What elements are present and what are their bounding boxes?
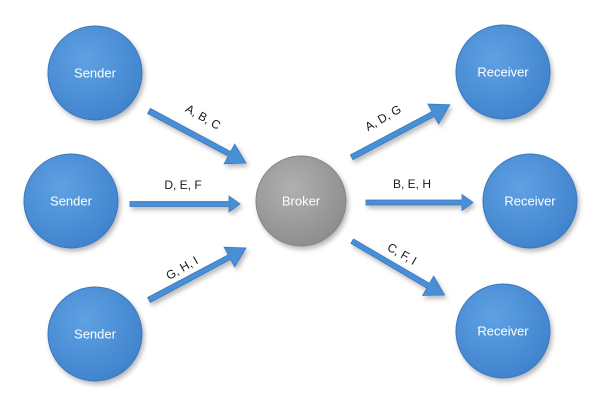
sender-node-3-label: Sender	[74, 327, 117, 342]
edge-label-broker-to-receiver-1: A, D, G	[362, 102, 403, 134]
sender-node-2-label: Sender	[50, 194, 93, 209]
broker-node-circle	[255, 155, 347, 247]
edges	[129, 103, 474, 304]
sender-node-3-circle	[47, 286, 143, 382]
sender-node-2: Sender	[23, 153, 119, 249]
sender-node-1-circle	[47, 25, 143, 121]
receiver-node-3: Receiver	[455, 283, 551, 379]
edge-label-sender-1-to-broker: A, B, C	[183, 101, 223, 132]
receiver-node-2-circle	[482, 153, 578, 249]
receiver-node-3-circle	[455, 283, 551, 379]
arrow-sender-1-to-broker	[147, 107, 247, 165]
arrow-broker-to-receiver-3	[350, 238, 446, 296]
broker-node-label: Broker	[282, 194, 321, 209]
receiver-node-1: Receiver	[455, 24, 551, 120]
receiver-node-1-label: Receiver	[477, 65, 529, 80]
edge-label-sender-2-to-broker: D, E, F	[164, 178, 201, 192]
arrow-broker-to-receiver-1	[349, 103, 451, 161]
receiver-node-1-circle	[455, 24, 551, 120]
receiver-node-3-label: Receiver	[477, 324, 529, 339]
arrow-sender-3-to-broker	[147, 246, 247, 304]
broker-node: Broker	[255, 155, 347, 247]
sender-node-2-circle	[23, 153, 119, 249]
arrow-sender-2-to-broker	[129, 195, 241, 213]
edge-label-broker-to-receiver-2: B, E, H	[393, 177, 431, 191]
sender-node-1: Sender	[47, 25, 143, 121]
receiver-node-2: Receiver	[482, 153, 578, 249]
arrow-broker-to-receiver-2	[365, 193, 474, 212]
sender-node-3: Sender	[47, 286, 143, 382]
sender-node-1-label: Sender	[74, 66, 117, 81]
receiver-node-2-label: Receiver	[504, 194, 556, 209]
